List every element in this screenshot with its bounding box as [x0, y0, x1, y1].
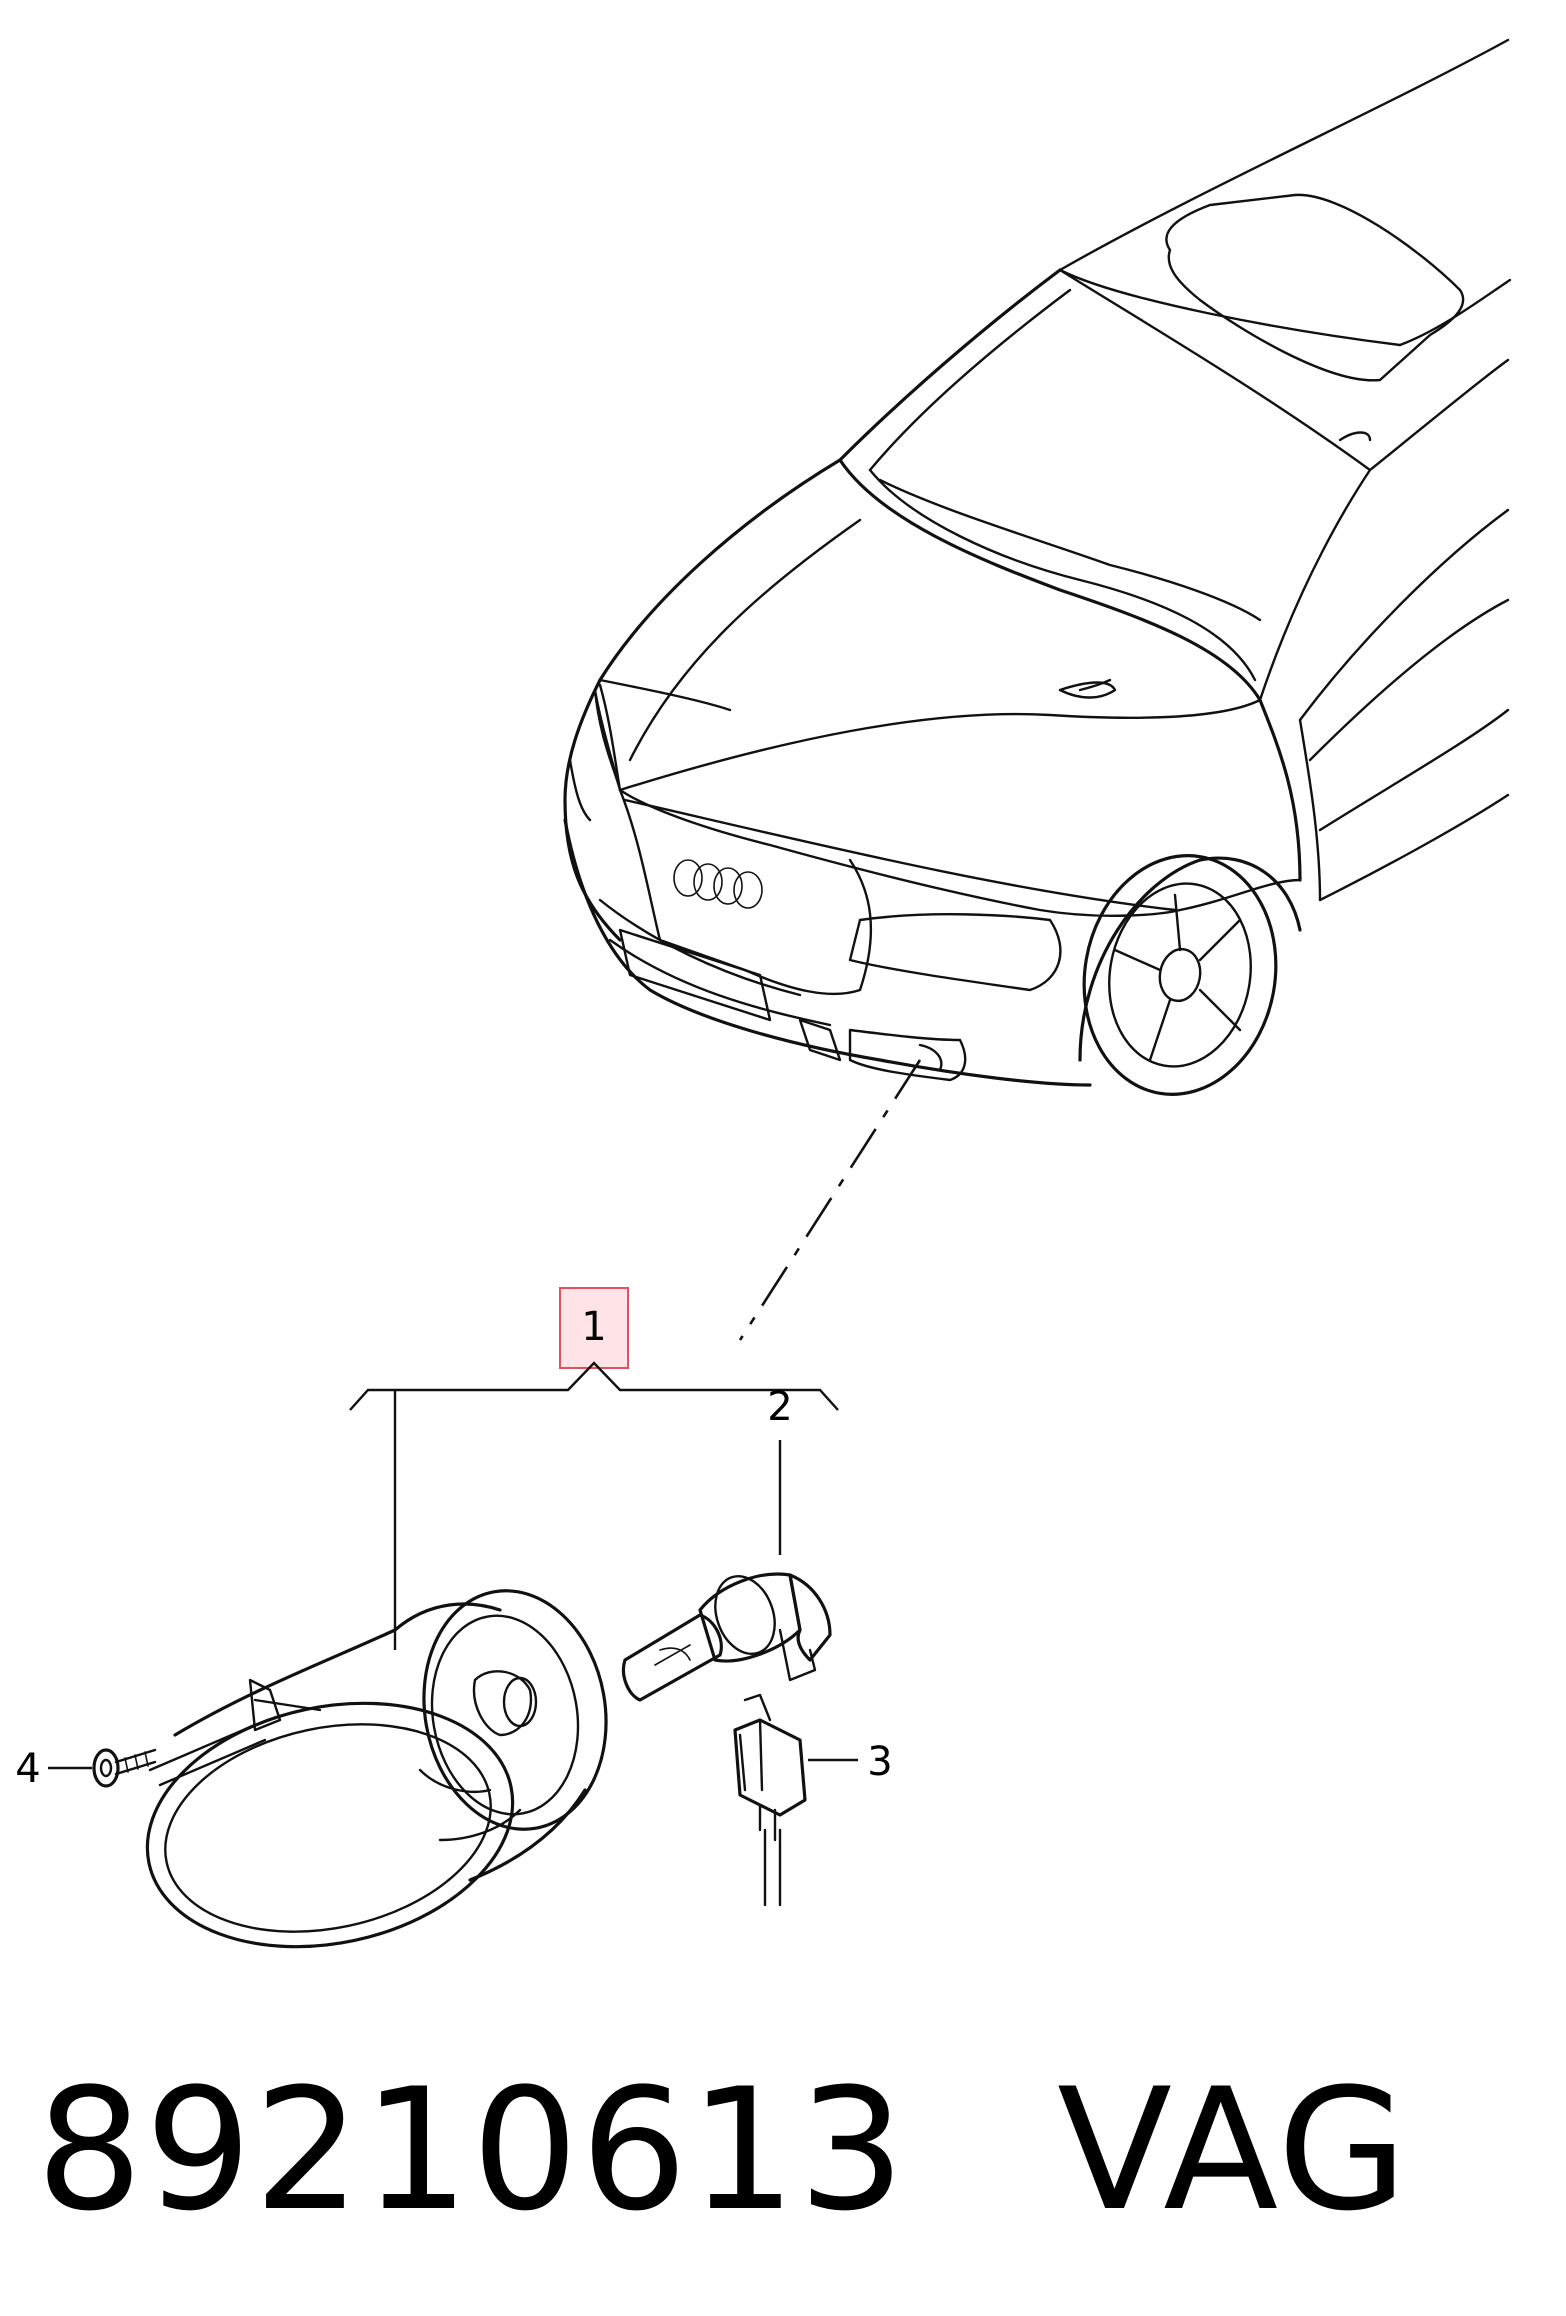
connector-part-3: [733, 1693, 807, 1907]
callout-2[interactable]: 2: [767, 1384, 792, 1430]
brand-name: VAG: [1057, 2052, 1410, 2248]
callout-1-highlight: [559, 1287, 629, 1369]
assembly-bracket: [349, 1361, 839, 1411]
car-illustration: [563, 38, 1512, 1096]
fog-lamp-housing: [145, 1589, 608, 1949]
callout-2-label: 2: [767, 1384, 792, 1430]
callout-3[interactable]: 3: [867, 1739, 892, 1785]
callout-4-label: 4: [15, 1746, 40, 1792]
callout-4[interactable]: 4: [15, 1746, 40, 1792]
bulb-part-2: [621, 1572, 832, 1702]
screw-part-4: [92, 1748, 157, 1788]
callout-3-label: 3: [867, 1739, 892, 1785]
callout-1[interactable]: 1: [559, 1287, 629, 1369]
part-number: 89210613: [36, 2052, 908, 2248]
front-wheel: [1082, 854, 1278, 1096]
assembly-pointer-line: [738, 1059, 922, 1341]
audi-rings-icon: [673, 859, 763, 909]
callout-1-label: 1: [581, 1304, 606, 1350]
footer-caption: 89210613 VAG: [36, 2050, 1536, 2250]
